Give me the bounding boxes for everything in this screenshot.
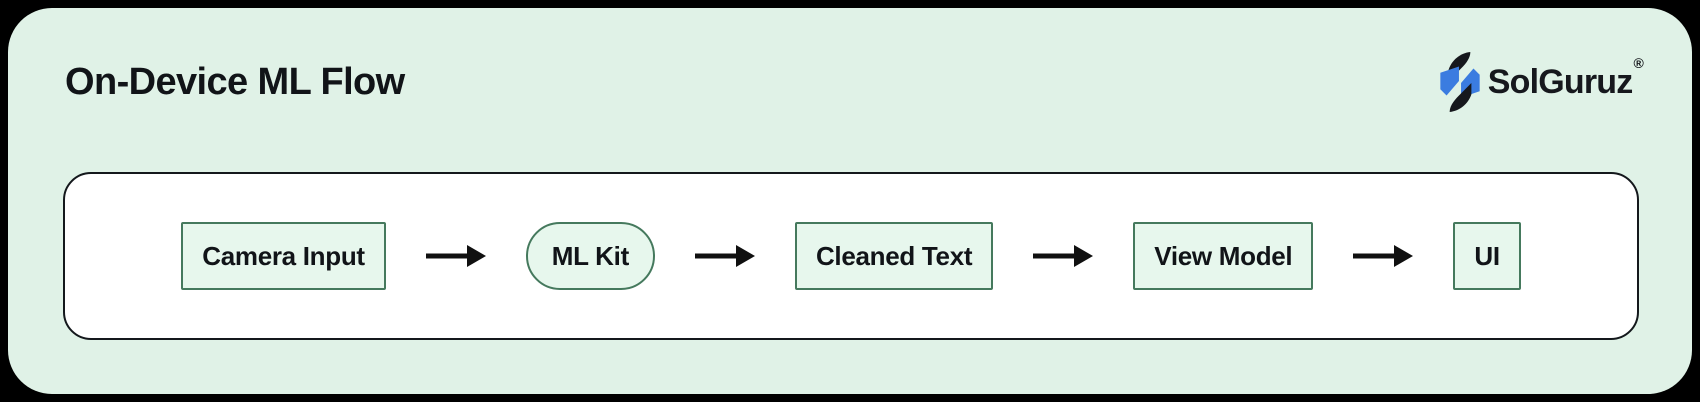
- solguruz-logo: SolGuruz®: [1437, 52, 1644, 112]
- flow-arrow-right-icon: [694, 245, 755, 267]
- solguruz-logo-text: SolGuruz®: [1487, 55, 1644, 102]
- solguruz-logo-icon: [1437, 52, 1483, 112]
- flow-arrow-right-icon: [425, 245, 486, 267]
- header: On-Device ML Flow SolGuruz®: [65, 46, 1644, 118]
- flow-arrow-right-icon: [1033, 245, 1094, 267]
- registered-trademark-symbol: ®: [1633, 54, 1643, 71]
- flow-arrow-right-icon: [1353, 245, 1414, 267]
- flow-node-ml-kit: ML Kit: [525, 222, 655, 290]
- flow-node-ui: UI: [1453, 222, 1521, 290]
- flow-panel: Camera Input ML Kit Cleaned Text View Model…: [63, 172, 1639, 340]
- mint-card: On-Device ML Flow SolGuruz® Camera Input…: [8, 8, 1692, 394]
- flow-node-view-model: View Model: [1133, 222, 1314, 290]
- page-title: On-Device ML Flow: [65, 60, 405, 103]
- flow-node-cleaned-text: Cleaned Text: [794, 222, 994, 290]
- logo-wordmark: SolGuruz: [1487, 62, 1634, 101]
- flow-node-camera-input: Camera Input: [181, 222, 386, 290]
- flow-row: Camera Input ML Kit Cleaned Text View Model…: [181, 222, 1521, 290]
